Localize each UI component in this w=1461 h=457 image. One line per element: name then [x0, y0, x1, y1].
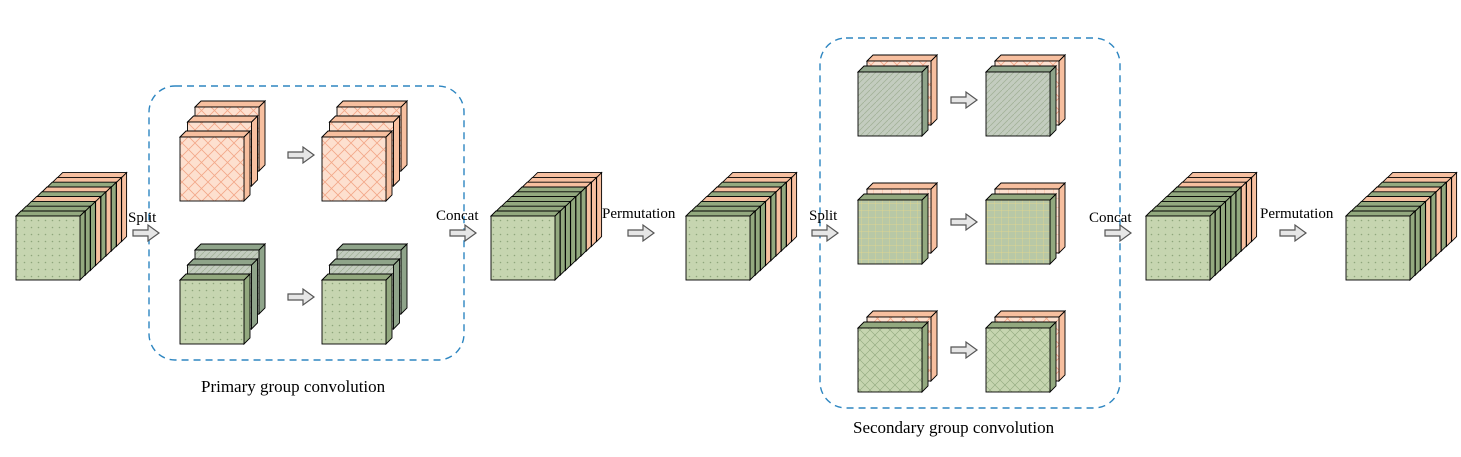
secondary-group-1-input-slab [856, 64, 930, 138]
input-feature-stack [14, 171, 128, 282]
secondary-group-1-output-slab [984, 64, 1058, 138]
concat-feature-stack-1 [489, 171, 603, 282]
conv-arrow-secondary-1 [950, 90, 979, 110]
concat-label-2: Concat [1089, 210, 1132, 226]
concat-feature-stack-2-slab [1144, 209, 1217, 282]
conv-arrow-secondary-3 [950, 340, 979, 360]
concat-feature-stack-1-slab [489, 209, 562, 282]
split-arrow-1 [132, 223, 161, 243]
permuted-feature-stack-1 [684, 171, 798, 282]
primary-group-1-output-slab [320, 129, 394, 203]
primary-group-2-output-slab [320, 272, 394, 346]
concat-arrow-2 [1104, 223, 1133, 243]
primary-group-2-input-slab [178, 272, 252, 346]
permuted-feature-stack-2 [1344, 171, 1458, 282]
concat-label-1: Concat [436, 208, 479, 224]
permutation-label-2: Permutation [1260, 206, 1334, 222]
secondary-group-caption: Secondary group convolution [853, 418, 1055, 437]
secondary-group-1-output [984, 53, 1067, 138]
permutation-label-1: Permutation [602, 206, 676, 222]
input-feature-stack-slab [14, 209, 87, 282]
permutation-arrow-1 [627, 223, 656, 243]
split-label-1: Split [128, 210, 157, 226]
permuted-feature-stack-1-slab [684, 209, 757, 282]
primary-group-2-input [178, 242, 267, 346]
split-arrow-2 [811, 223, 840, 243]
secondary-group-2-output-slab [984, 192, 1058, 266]
secondary-group-3-output [984, 309, 1067, 394]
permutation-arrow-2 [1279, 223, 1308, 243]
feature-map-stacks [14, 53, 1458, 394]
secondary-group-2-output [984, 181, 1067, 266]
conv-arrow-secondary-2 [950, 212, 979, 232]
flow-arrows [132, 90, 1308, 360]
primary-group-caption: Primary group convolution [201, 377, 386, 396]
primary-group-box [148, 85, 465, 361]
conv-arrow-primary-1 [287, 145, 316, 165]
primary-group-1-input [178, 99, 267, 203]
primary-group-2-output [320, 242, 409, 346]
concat-feature-stack-2 [1144, 171, 1258, 282]
permuted-feature-stack-2-slab [1344, 209, 1417, 282]
secondary-group-3-input [856, 309, 939, 394]
primary-group-1-output [320, 99, 409, 203]
secondary-group-3-output-slab [984, 320, 1058, 394]
conv-arrow-primary-2 [287, 287, 316, 307]
concat-arrow-1 [449, 223, 478, 243]
secondary-group-2-input [856, 181, 939, 266]
split-label-2: Split [809, 208, 838, 224]
secondary-group-2-input-slab [856, 192, 930, 266]
secondary-group-3-input-slab [856, 320, 930, 394]
primary-group-1-input-slab [178, 129, 252, 203]
secondary-group-1-input [856, 53, 939, 138]
secondary-group-box [819, 37, 1121, 409]
